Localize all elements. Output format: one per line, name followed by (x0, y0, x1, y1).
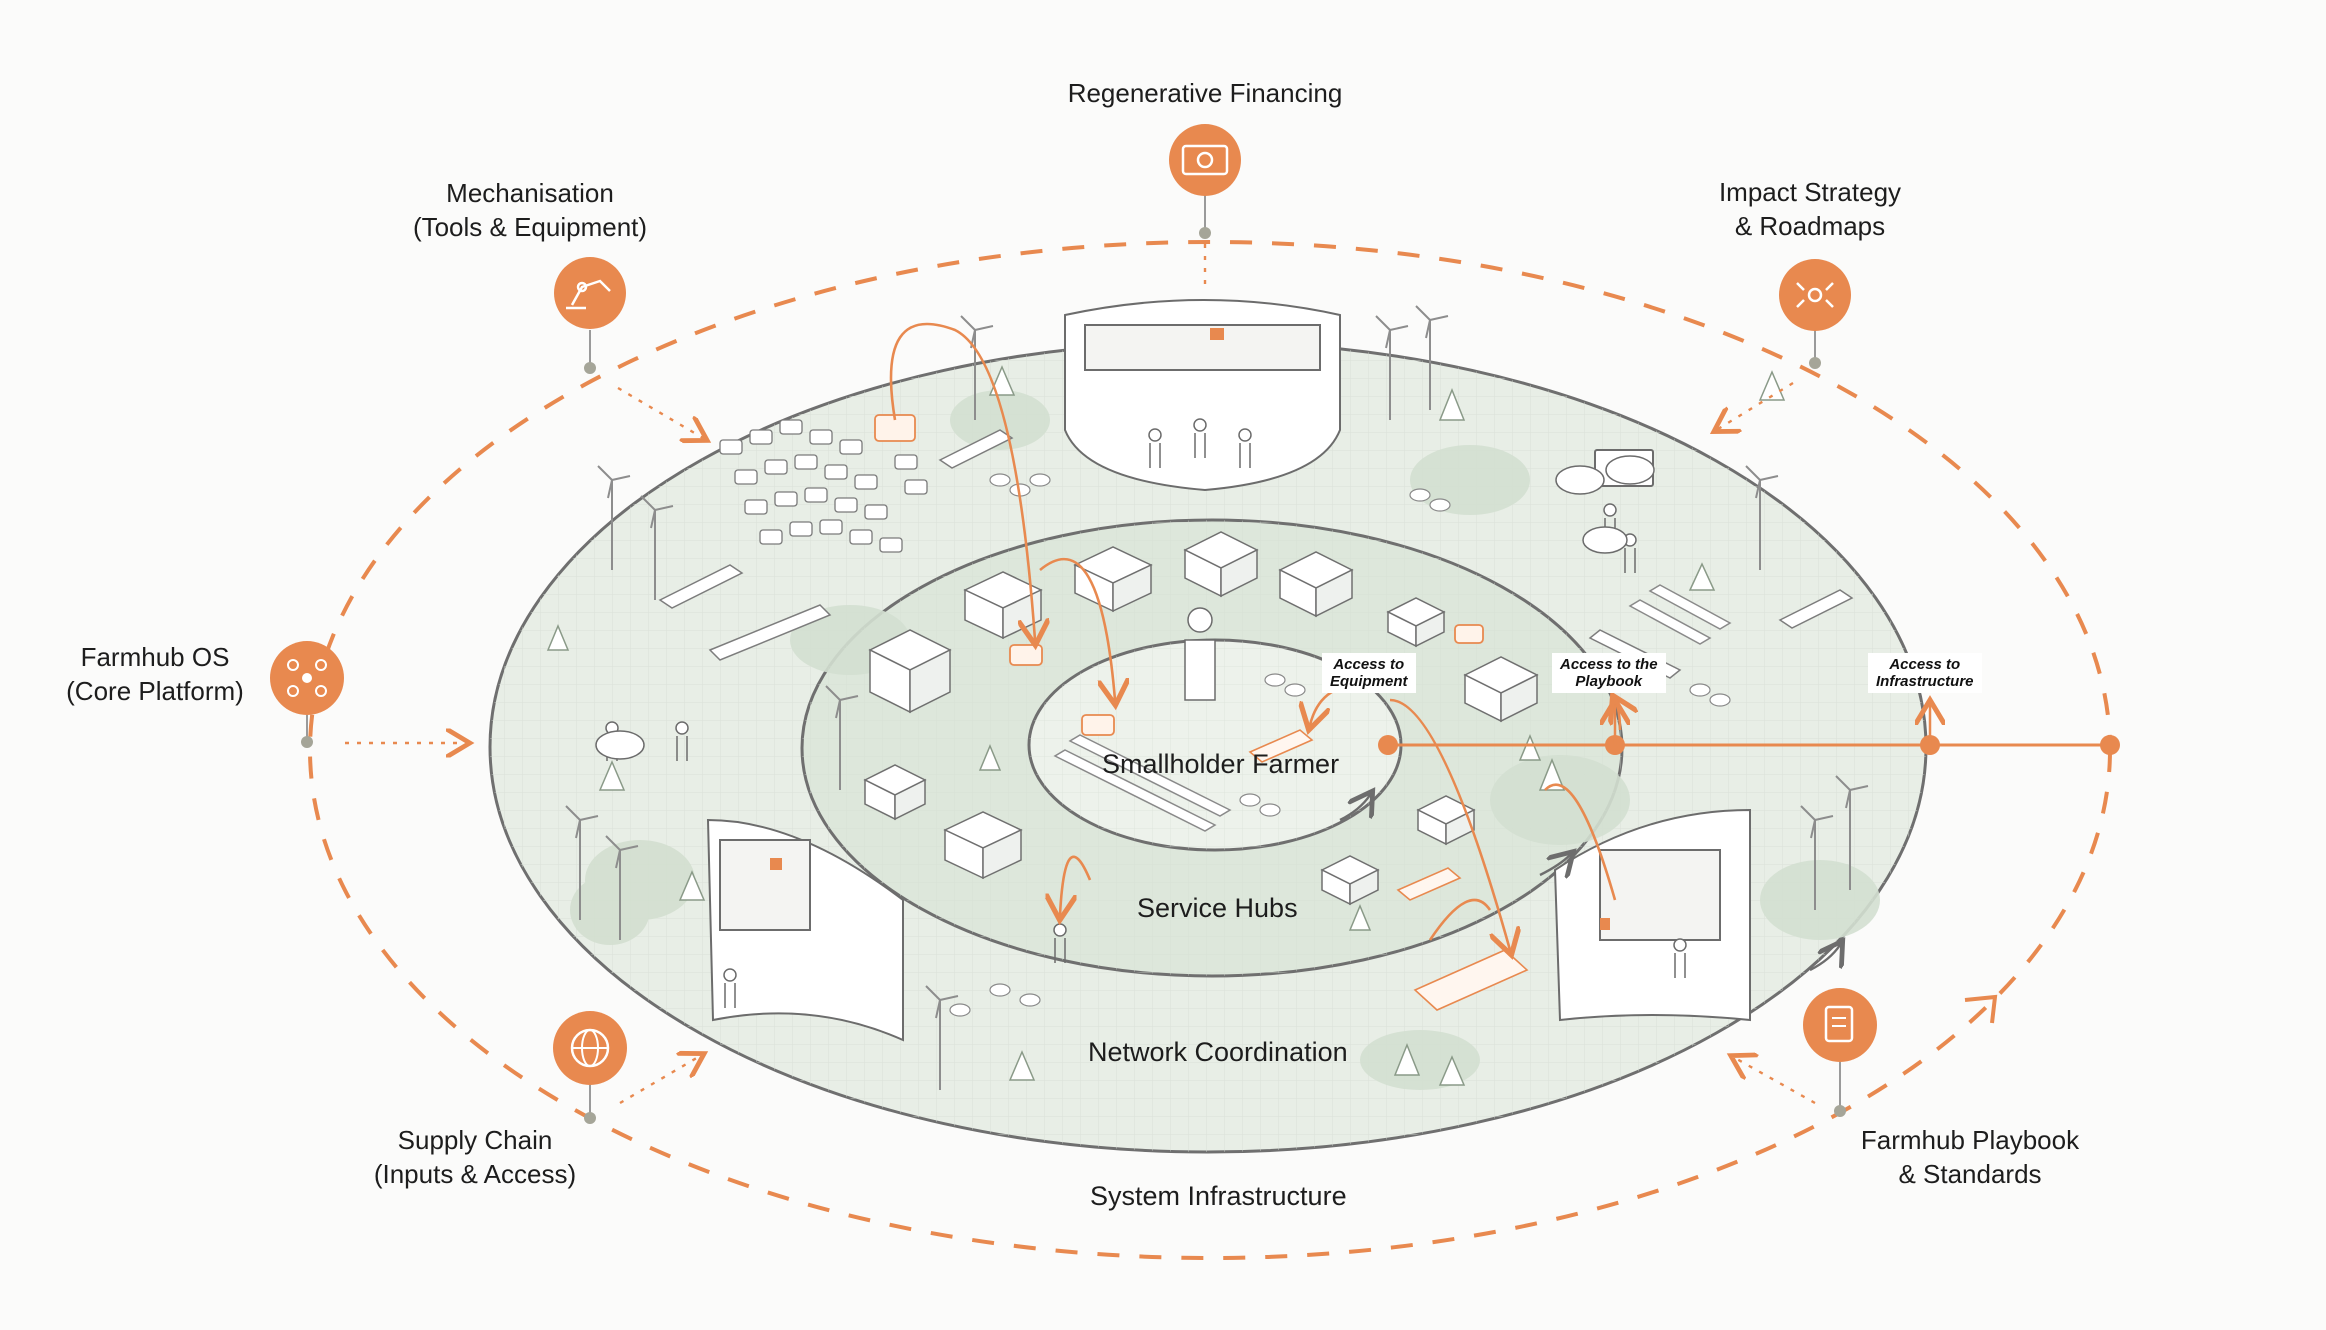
meeting-tables (595, 455, 1655, 760)
crop-bundles (949, 473, 1731, 1017)
tractor-fleet (719, 419, 928, 553)
access-pathway (1378, 705, 2120, 755)
ring-arrow-head (1964, 994, 1998, 1024)
network-nodes-icon (270, 641, 344, 715)
service-hub-buildings (863, 531, 1539, 906)
control-room-pavilions (706, 299, 1751, 1042)
pillar-connectors (345, 232, 1816, 1105)
access-tag-playbook: Access to the Playbook (1552, 653, 1666, 693)
pillar-nodes (301, 195, 1846, 1124)
money-icon (1169, 124, 1241, 196)
crop-rows (1053, 584, 1732, 832)
pillar-label-farmhub-os: Farmhub OS (Core Platform) (66, 642, 244, 706)
pillar-label-supply-chain: Supply Chain (Inputs & Access) (373, 1125, 577, 1189)
pillar-label-impact-strategy: Impact Strategy & Roadmaps (1718, 177, 1902, 241)
rotation-arrows (1339, 795, 1840, 972)
access-tag-equipment: Access to Equipment (1322, 653, 1416, 693)
ring-label-smallholder-farmer: Smallholder Farmer (1102, 749, 1340, 779)
orange-solar-panels (1248, 729, 1529, 1011)
target-expand-icon (1779, 259, 1851, 331)
pillar-label-farmhub-playbook: Farmhub Playbook & Standards (1860, 1125, 2080, 1189)
ring-label-system-infrastructure: System Infrastructure (1090, 1181, 1347, 1211)
pavilion-map-accents (770, 328, 1610, 930)
access-tag-infrastructure: Access to Infrastructure (1868, 653, 1982, 693)
wind-turbines (565, 305, 1869, 1090)
orange-tractors (874, 414, 1484, 736)
ring-label-network-coordination: Network Coordination (1088, 1037, 1348, 1067)
pillar-label-regenerative-financing: Regenerative Financing (1067, 78, 1343, 108)
document-icon (1803, 988, 1877, 1062)
ring-label-service-hubs: Service Hubs (1137, 893, 1298, 923)
robotic-arm-icon (554, 257, 626, 329)
pillar-label-mechanisation: Mechanisation (Tools & Equipment) (412, 178, 648, 242)
globe-icon (553, 1011, 627, 1085)
tree-icons (546, 365, 1786, 1086)
people-figures (605, 418, 1687, 1008)
